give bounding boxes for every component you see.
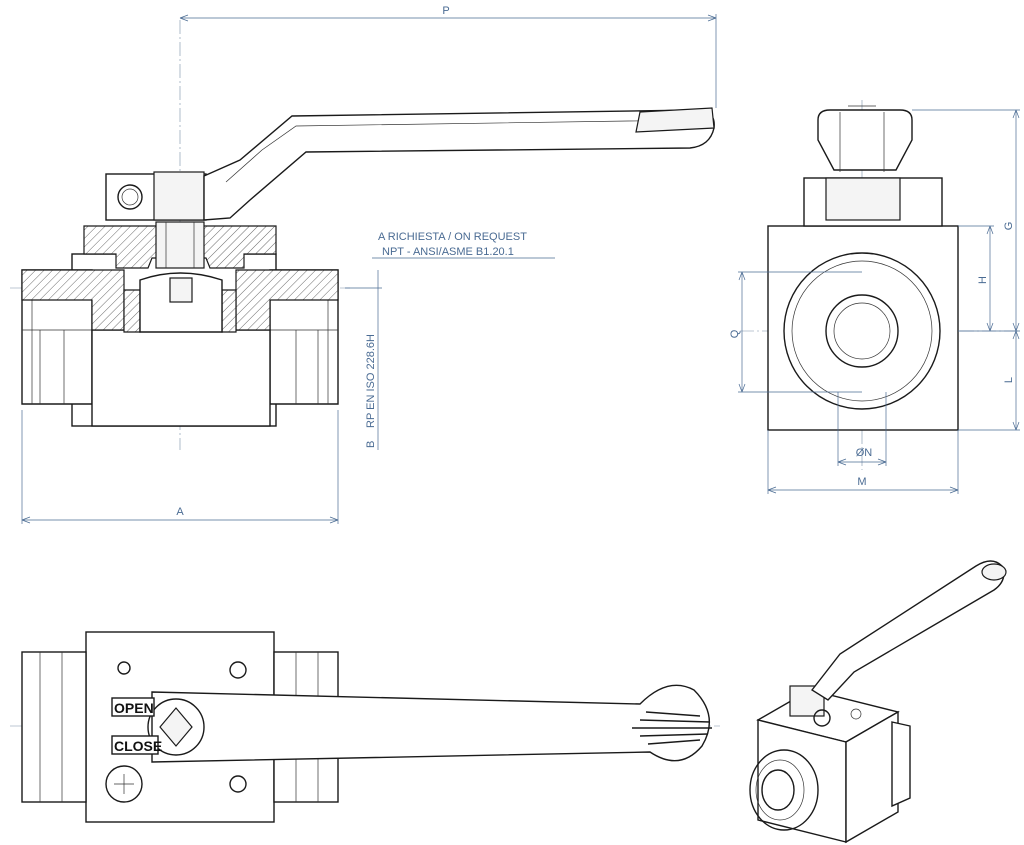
open-label: OPEN (114, 700, 154, 716)
dimension-p-label: P (442, 5, 449, 17)
thread-note: A RICHIESTA / ON REQUEST NPT - ANSI/ASME… (345, 231, 555, 450)
note-on-request: A RICHIESTA / ON REQUEST (378, 231, 527, 243)
dimension-h-label: H (977, 276, 989, 284)
dimension-p: P (179, 5, 717, 108)
dimension-l-label: L (1003, 377, 1015, 383)
side-view (740, 100, 1020, 470)
dimension-n: ØN (837, 392, 887, 466)
dimension-l: L (958, 330, 1020, 431)
close-label: CLOSE (114, 738, 162, 754)
note-npt: NPT - ANSI/ASME B1.20.1 (382, 246, 514, 258)
dimension-n-label: ØN (856, 447, 873, 459)
note-thread-spec: RP EN ISO 228.6H (365, 334, 377, 428)
isometric-view (749, 560, 1007, 844)
front-section-view (10, 20, 715, 450)
dimension-a: A (21, 410, 339, 524)
dimension-a-label: A (176, 506, 184, 518)
dimension-q: Q (729, 271, 862, 393)
dimension-g-label: G (1003, 222, 1015, 231)
dimension-m-label: M (857, 476, 866, 488)
dimension-h: H (958, 225, 994, 332)
top-view: OPEN CLOSE (10, 631, 720, 823)
note-thread-b: B (365, 441, 377, 448)
dimension-q-label: Q (729, 329, 741, 338)
dimension-m: M (767, 430, 959, 494)
dimension-g: G (912, 109, 1020, 332)
